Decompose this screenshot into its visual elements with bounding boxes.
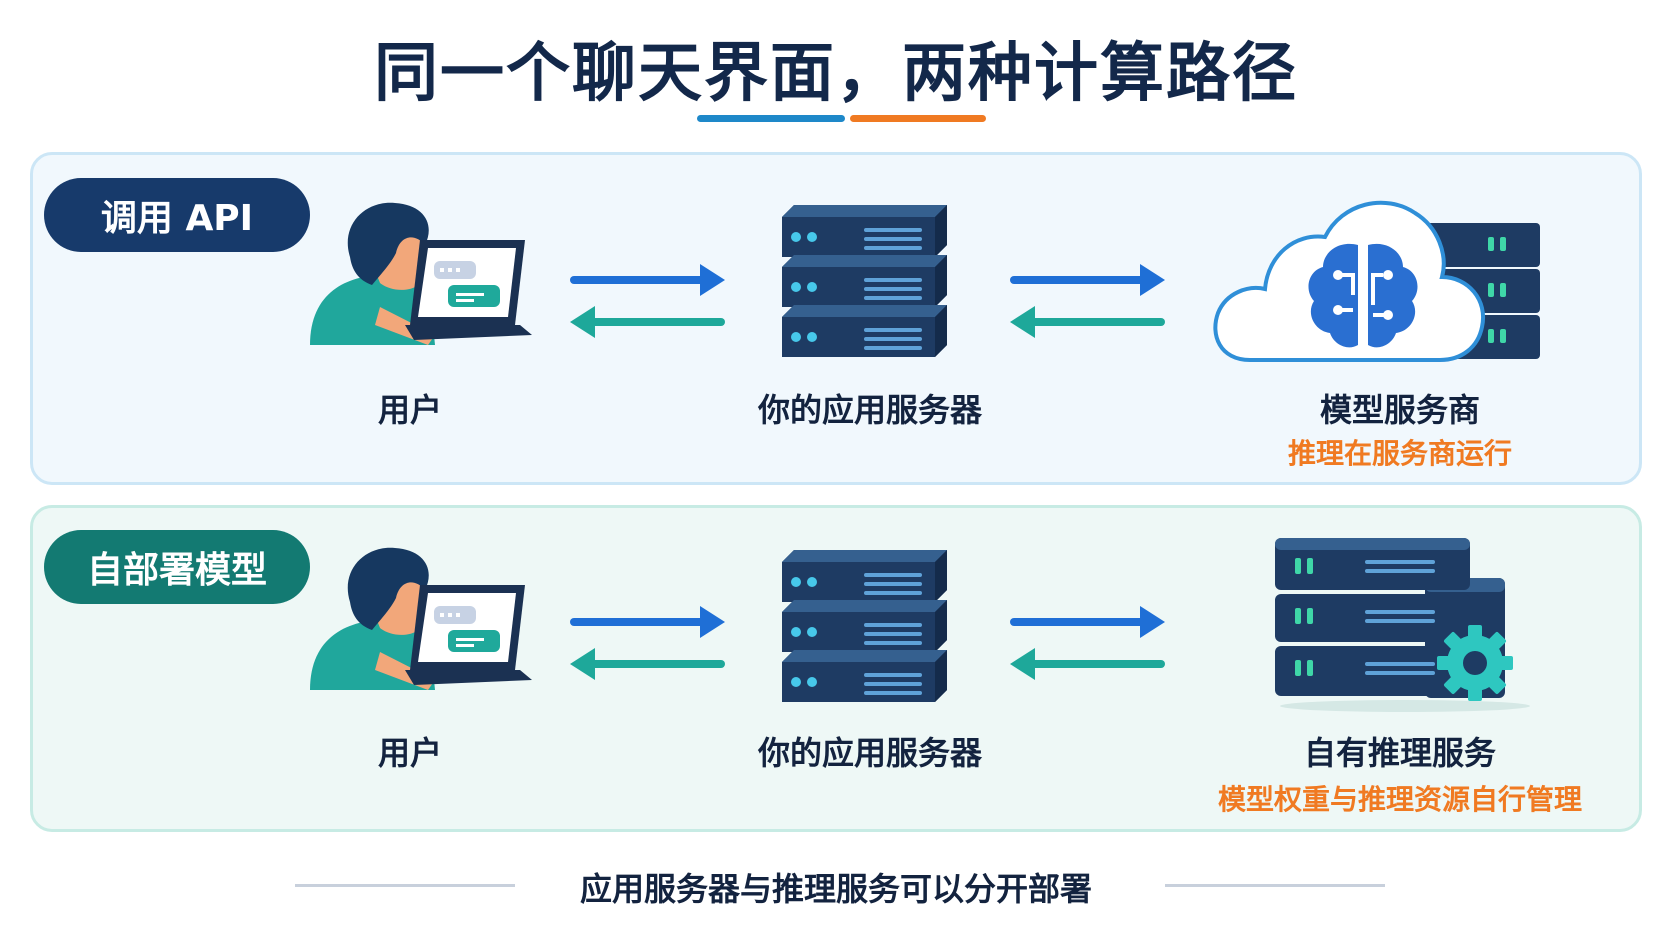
model-provider-label: 模型服务商 xyxy=(1319,391,1480,429)
self-inference-label: 自有推理服务 xyxy=(1303,734,1496,772)
title-underline-orange xyxy=(850,115,986,122)
footer-divider-right xyxy=(1165,884,1385,887)
request-response-arrows xyxy=(570,606,725,680)
footer-caption: 应用服务器与推理服务可以分开部署 xyxy=(579,870,1092,908)
server-icon xyxy=(782,205,952,365)
self-hosted-server-icon xyxy=(1275,538,1530,712)
page-title: 同一个聊天界面，两种计算路径 xyxy=(374,37,1298,111)
user-label: 用户 xyxy=(377,391,442,429)
app-server-label: 你的应用服务器 xyxy=(757,391,982,429)
gear-icon xyxy=(1437,625,1513,701)
server-icon xyxy=(782,550,952,710)
self-inference-sublabel: 模型权重与推理资源自行管理 xyxy=(1217,783,1582,816)
request-response-arrows xyxy=(1010,606,1165,680)
cloud-ai-icon xyxy=(1213,200,1540,362)
app-server-label: 你的应用服务器 xyxy=(757,734,982,772)
api-tag: 调用 API xyxy=(44,178,310,252)
model-provider-sublabel: 推理在服务商运行 xyxy=(1287,437,1512,470)
request-response-arrows xyxy=(1010,264,1165,338)
user-icon xyxy=(310,202,532,345)
footer-divider-left xyxy=(295,884,515,887)
user-label: 用户 xyxy=(377,734,442,772)
request-response-arrows xyxy=(570,264,725,338)
selfhost-tag: 自部署模型 xyxy=(44,530,310,604)
user-icon xyxy=(310,547,532,690)
title-underline-blue xyxy=(697,115,845,122)
